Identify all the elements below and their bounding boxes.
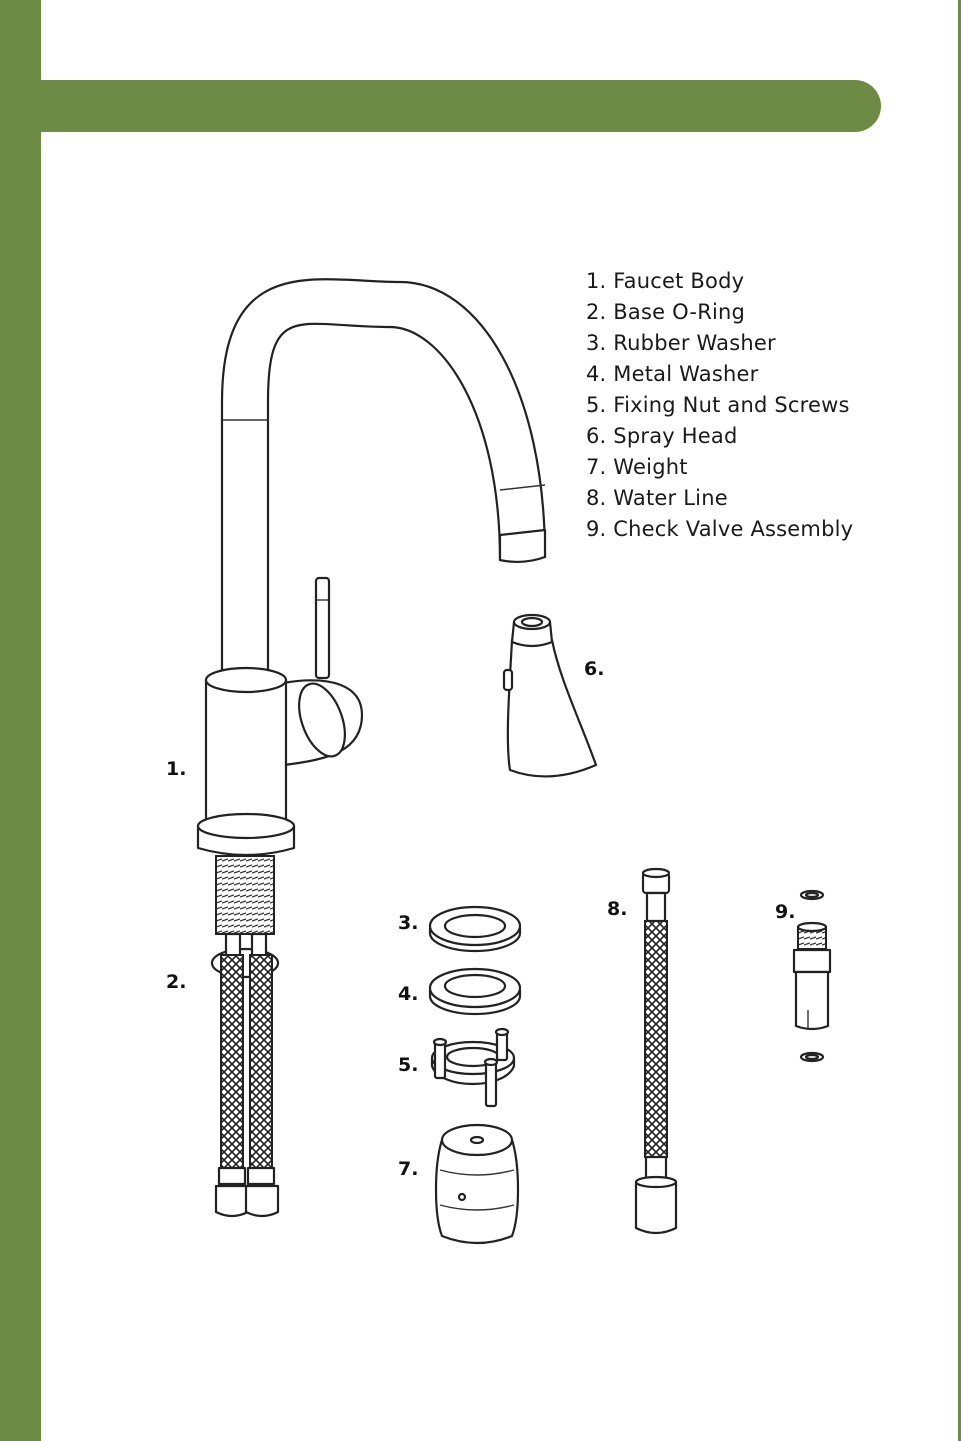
- fixing-nut-and-screws: [432, 1029, 514, 1106]
- callout-3: 3.: [398, 912, 418, 934]
- spray-head: [504, 615, 596, 776]
- callout-6: 6.: [584, 658, 604, 680]
- faucet-body: [198, 279, 545, 934]
- callout-7: 7.: [398, 1158, 418, 1180]
- weight: [436, 1125, 518, 1243]
- water-line: [636, 869, 676, 1233]
- callout-1: 1.: [166, 758, 186, 780]
- callout-5: 5.: [398, 1054, 418, 1076]
- callout-4: 4.: [398, 983, 418, 1005]
- callout-2: 2.: [166, 971, 186, 993]
- metal-washer: [430, 969, 520, 1014]
- check-valve-assembly: [794, 891, 830, 1061]
- callout-9: 9.: [775, 901, 795, 923]
- callout-8: 8.: [607, 898, 627, 920]
- rubber-washer: [430, 907, 520, 951]
